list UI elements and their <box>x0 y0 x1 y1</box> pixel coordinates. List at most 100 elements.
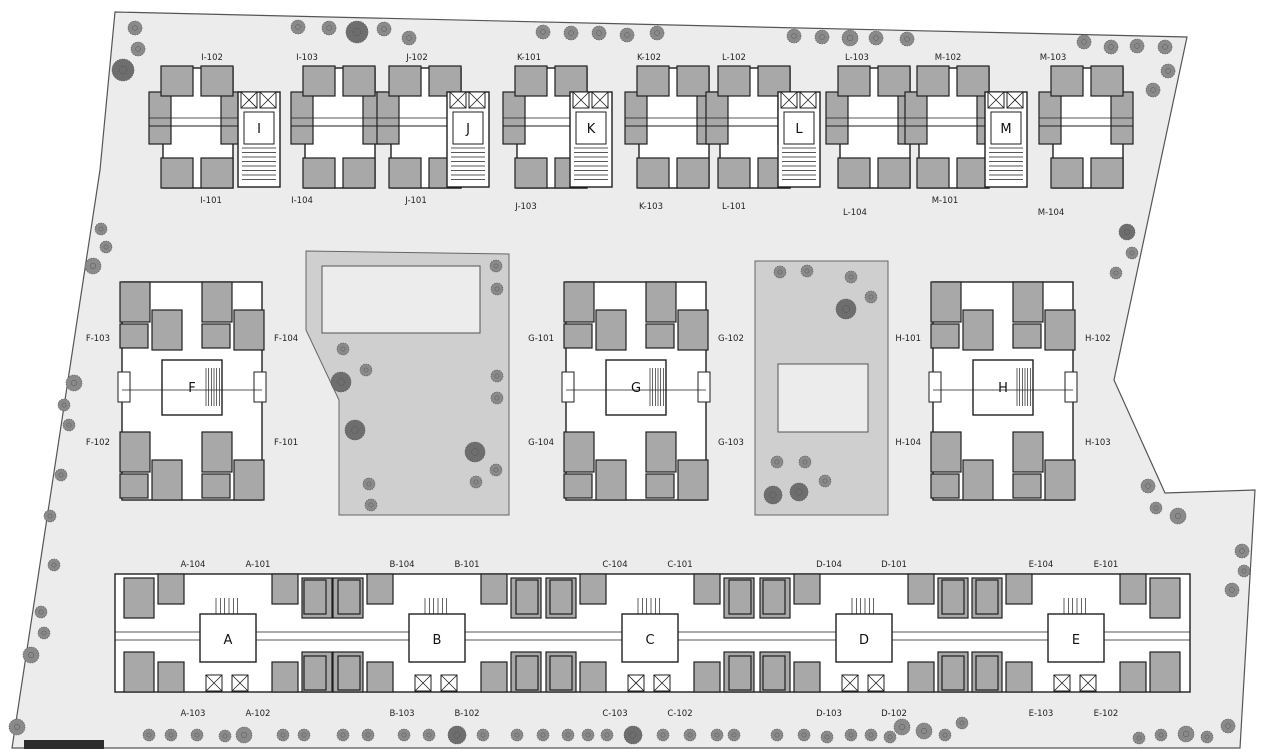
room <box>1044 459 1076 501</box>
room <box>563 323 593 349</box>
room <box>337 579 361 615</box>
tree-icon <box>814 29 830 45</box>
unit-label: B-102 <box>454 709 479 719</box>
room <box>157 573 185 605</box>
tree-icon <box>510 728 524 742</box>
shaft-icon <box>205 674 223 692</box>
circulation-core <box>161 359 223 416</box>
unit-label: B-104 <box>389 560 414 570</box>
unit-label: D-103 <box>816 709 842 719</box>
tree-icon <box>835 298 857 320</box>
room <box>480 573 508 605</box>
tree-icon <box>535 24 551 40</box>
unit-label: L-102 <box>722 53 746 63</box>
room <box>877 157 911 189</box>
tree-icon <box>563 25 579 41</box>
room <box>201 473 231 499</box>
room <box>645 431 677 473</box>
stair-icon <box>242 147 276 180</box>
tree-icon <box>1145 82 1161 98</box>
unit-label: D-102 <box>881 709 907 719</box>
apartment-cluster <box>825 65 921 189</box>
stair-icon <box>1016 368 1031 406</box>
tree-icon <box>1129 38 1145 54</box>
tree-icon <box>1140 478 1156 494</box>
tree-icon <box>938 728 952 742</box>
room <box>302 157 336 189</box>
tree-icon <box>864 728 878 742</box>
tree-icon <box>600 728 614 742</box>
unit-label: F-104 <box>274 334 298 344</box>
tree-icon <box>447 725 467 745</box>
room <box>201 323 231 349</box>
unit-label: L-104 <box>843 208 867 218</box>
room <box>342 65 376 97</box>
tree-icon <box>235 726 253 744</box>
tree-icon <box>345 20 369 44</box>
block-core <box>446 91 490 188</box>
room <box>1012 323 1042 349</box>
apartment-cluster <box>303 579 361 691</box>
shaft-icon <box>841 674 859 692</box>
tree-icon <box>397 728 411 742</box>
unit-label: F-101 <box>274 438 298 448</box>
stair-icon <box>205 368 220 406</box>
room <box>676 157 710 189</box>
shaft-icon <box>449 91 467 109</box>
stair-icon <box>574 147 608 180</box>
unit-label: L-101 <box>722 202 746 212</box>
room <box>233 309 265 351</box>
room <box>1119 661 1147 693</box>
room <box>877 65 911 97</box>
unit-label: J-101 <box>404 196 427 206</box>
tree-icon <box>361 728 375 742</box>
shaft-icon <box>780 91 798 109</box>
tree-icon <box>1224 582 1240 598</box>
apartment-cluster <box>148 65 244 189</box>
room <box>515 579 539 615</box>
room <box>595 309 627 351</box>
tree-icon <box>164 728 178 742</box>
unit-label: M-104 <box>1038 208 1065 218</box>
unit-label: D-104 <box>816 560 842 570</box>
room <box>119 281 151 323</box>
tree-icon <box>57 398 71 412</box>
unit-label: E-103 <box>1029 709 1054 719</box>
room <box>636 65 670 97</box>
tree-icon <box>955 716 969 730</box>
room <box>366 661 394 693</box>
room <box>579 573 607 605</box>
tree-icon <box>490 282 504 296</box>
shaft-icon <box>1006 91 1024 109</box>
room <box>515 655 539 691</box>
room <box>975 579 999 615</box>
block-label: C <box>645 633 654 648</box>
block-label: A <box>224 633 233 648</box>
unit-label: G-101 <box>528 334 554 344</box>
tree-icon <box>1220 718 1236 734</box>
shaft-icon <box>440 674 458 692</box>
stair-icon <box>782 147 816 180</box>
unit-label: C-104 <box>602 560 627 570</box>
tree-icon <box>43 509 57 523</box>
room <box>757 65 791 97</box>
tree-icon <box>868 30 884 46</box>
tree-icon <box>649 25 665 41</box>
room <box>677 309 709 351</box>
tree-icon <box>290 19 306 35</box>
tree-icon <box>1237 564 1251 578</box>
tree-icon <box>330 371 352 393</box>
scale-bar <box>24 740 104 749</box>
tree-icon <box>336 342 350 356</box>
block-h <box>928 281 1078 501</box>
tree-icon <box>127 20 143 36</box>
stair-icon <box>649 368 664 406</box>
tree-icon <box>899 31 915 47</box>
room <box>693 661 721 693</box>
tree-icon <box>321 20 337 36</box>
shaft-icon <box>240 91 258 109</box>
tree-icon <box>22 646 40 664</box>
room <box>514 157 548 189</box>
apartment-cluster <box>1038 65 1134 189</box>
